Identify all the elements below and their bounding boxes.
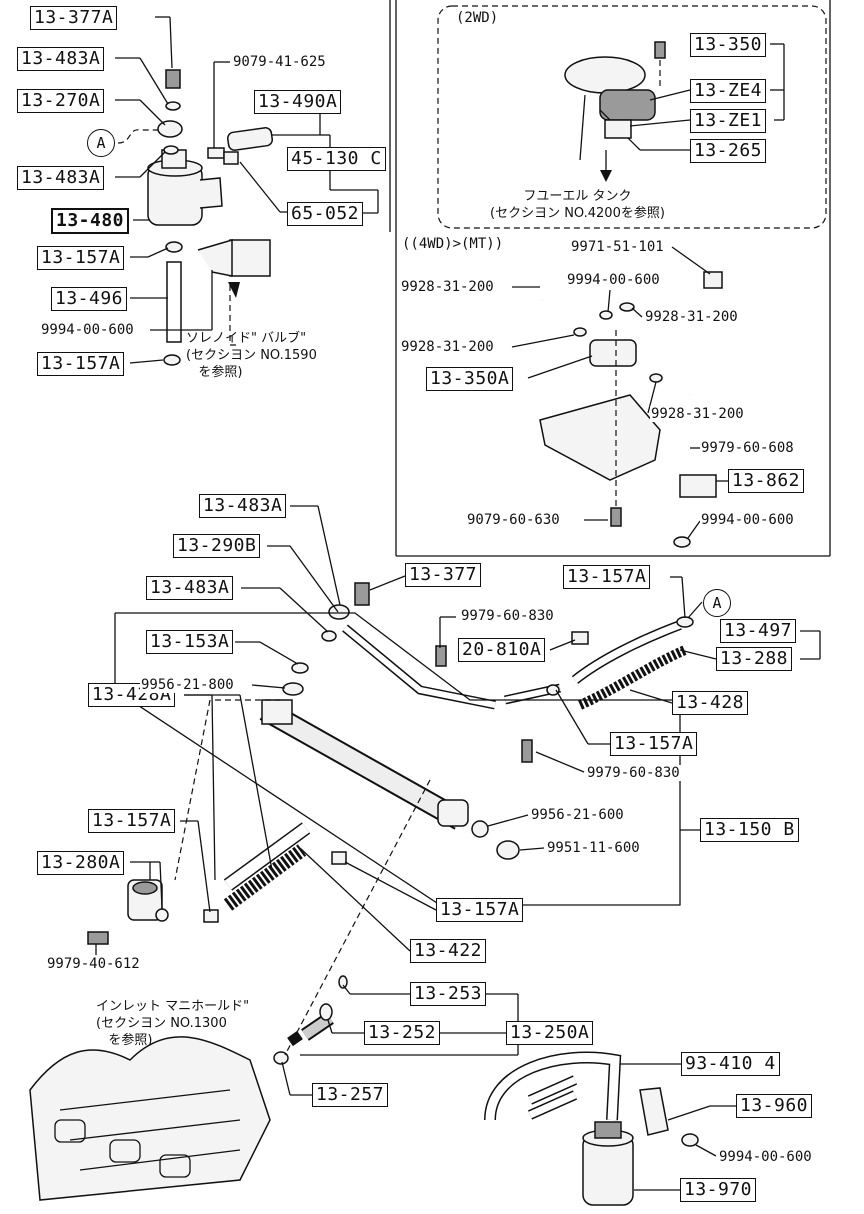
- part-65-052[interactable]: 65-052: [287, 202, 364, 226]
- part-13-253[interactable]: 13-253: [410, 982, 487, 1006]
- fuel-pump-2wd-drawing: [564, 41, 666, 161]
- variant-2wd-label: (2WD): [456, 10, 499, 26]
- label-9928-31-200: 9928-31-200: [650, 406, 745, 422]
- label-9994-00-600: 9994-00-600: [718, 1149, 813, 1165]
- part-13-288[interactable]: 13-288: [716, 647, 793, 671]
- label-9928-31-200: 9928-31-200: [400, 279, 495, 295]
- callout-a: A: [87, 129, 115, 157]
- intake-manifold-drawing: [29, 1036, 271, 1201]
- callout-a: A: [703, 589, 731, 617]
- label-9928-31-200: 9928-31-200: [644, 309, 739, 325]
- part-13-257[interactable]: 13-257: [312, 1083, 389, 1107]
- part-13-480[interactable]: 13-480: [51, 208, 130, 234]
- part-13-497[interactable]: 13-497: [720, 619, 797, 643]
- label-9079-41-625: 9079-41-625: [232, 54, 327, 70]
- fuel-rail-drawing: [259, 582, 694, 860]
- label-9971-51-101: 9971-51-101: [570, 239, 665, 255]
- part-13-483A[interactable]: 13-483A: [17, 47, 105, 71]
- label-9979-40-612: 9979-40-612: [46, 956, 141, 972]
- pressure-regulator-drawing: [87, 822, 348, 1065]
- label-9994-00-600: 9994-00-600: [700, 512, 795, 528]
- part-13-350A[interactable]: 13-350A: [426, 367, 514, 391]
- part-13-970[interactable]: 13-970: [680, 1178, 757, 1202]
- label-9979-60-608: 9979-60-608: [700, 440, 795, 456]
- part-13-280A[interactable]: 13-280A: [37, 851, 125, 875]
- label-9079-60-630: 9079-60-630: [466, 512, 561, 528]
- label-9979-60-830: 9979-60-830: [586, 765, 681, 781]
- part-13-250A[interactable]: 13-250A: [506, 1021, 594, 1045]
- part-13-422[interactable]: 13-422: [410, 939, 487, 963]
- part-13-377[interactable]: 13-377: [405, 563, 482, 587]
- part-13-157A[interactable]: 13-157A: [610, 732, 698, 756]
- part-13-157A[interactable]: 13-157A: [37, 246, 125, 270]
- part-20-810A[interactable]: 20-810A: [458, 638, 546, 662]
- part-13-428[interactable]: 13-428: [672, 691, 749, 715]
- part-13-ZE1[interactable]: 13-ZE1: [690, 109, 767, 133]
- part-13-252[interactable]: 13-252: [364, 1021, 441, 1045]
- intake-manifold-note: インレット マニホールド" (セクシヨン NO.1300 を参照): [96, 999, 250, 1048]
- part-13-483A[interactable]: 13-483A: [146, 576, 234, 600]
- part-13-265[interactable]: 13-265: [690, 139, 767, 163]
- part-13-153A[interactable]: 13-153A: [146, 630, 234, 654]
- part-13-377A[interactable]: 13-377A: [30, 6, 118, 30]
- label-9951-11-600: 9951-11-600: [546, 840, 641, 856]
- label-9994-00-600: 9994-00-600: [566, 272, 661, 288]
- label-9956-21-800: 9956-21-800: [140, 677, 235, 693]
- label-9994-00-600: 9994-00-600: [40, 322, 135, 338]
- part-13-157A[interactable]: 13-157A: [88, 809, 176, 833]
- solenoid-valve-note: ソレノイド" バルブ" (セクシヨン NO.1590 を参照): [186, 331, 317, 380]
- fuel-tank-note: フユーエル タンク (セクシヨン NO.4200を参照): [490, 189, 665, 221]
- label-9928-31-200: 9928-31-200: [400, 339, 495, 355]
- fuel-pump-4wd-drawing: [539, 271, 723, 548]
- part-13-483A[interactable]: 13-483A: [199, 494, 287, 518]
- part-13-ZE4[interactable]: 13-ZE4: [690, 79, 767, 103]
- part-13-157A[interactable]: 13-157A: [436, 898, 524, 922]
- part-13-350[interactable]: 13-350: [690, 33, 767, 57]
- label-9979-60-830: 9979-60-830: [460, 608, 555, 624]
- part-13-150B[interactable]: 13-150 B: [700, 818, 799, 842]
- part-45-130C[interactable]: 45-130 C: [287, 147, 386, 171]
- part-13-483A[interactable]: 13-483A: [17, 166, 105, 190]
- variant-4wd-mt-label: ((4WD)>(MT)): [402, 236, 504, 252]
- fuel-filter-drawing: [147, 69, 274, 366]
- part-93-4104[interactable]: 93-410 4: [681, 1052, 780, 1076]
- label-9956-21-600: 9956-21-600: [530, 807, 625, 823]
- part-13-270A[interactable]: 13-270A: [17, 89, 105, 113]
- part-13-157A[interactable]: 13-157A: [563, 565, 651, 589]
- charcoal-canister-drawing: [484, 1051, 699, 1206]
- part-13-290B[interactable]: 13-290B: [173, 534, 261, 558]
- part-13-960[interactable]: 13-960: [736, 1094, 813, 1118]
- part-13-496[interactable]: 13-496: [51, 287, 128, 311]
- part-13-862[interactable]: 13-862: [728, 469, 805, 493]
- part-13-490A[interactable]: 13-490A: [254, 90, 342, 114]
- part-13-157A[interactable]: 13-157A: [37, 352, 125, 376]
